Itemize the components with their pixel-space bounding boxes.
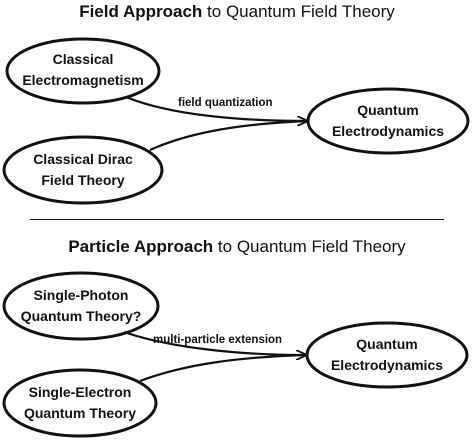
node-single-photon-line1: Single-Photon	[33, 287, 129, 303]
node-qed-field-line2: Electrodynamics	[331, 123, 445, 139]
node-classical-dirac-line2: Field Theory	[41, 172, 125, 188]
node-single-electron-line1: Single-Electron	[28, 384, 132, 400]
particle-approach-title: Particle Approach to Quantum Field Theor…	[0, 237, 474, 257]
node-classical-electromagnetism-line2: Electromagnetism	[22, 72, 144, 88]
edge-label-multi-particle-extension: multi-particle extension	[153, 334, 283, 346]
arrow-classical-dirac-to-qed	[149, 119, 308, 152]
edge-label-field-quantization: field quantization	[178, 97, 273, 109]
field-approach-title: Field Approach to Quantum Field Theory	[0, 2, 474, 22]
node-classical-electromagnetism: Classical Electromagnetism	[8, 49, 158, 91]
field-approach-title-bold: Field Approach	[79, 2, 203, 21]
particle-approach-title-bold: Particle Approach	[68, 237, 214, 256]
panel-divider	[30, 219, 444, 220]
node-quantum-electrodynamics-field: Quantum Electrodynamics	[313, 100, 463, 142]
node-single-photon-quantum-theory: Single-Photon Quantum Theory?	[6, 285, 156, 327]
ellipse-single-electron	[2, 368, 158, 438]
field-approach-title-rest: to Quantum Field Theory	[207, 2, 395, 21]
node-classical-dirac-field-theory: Classical Dirac Field Theory	[8, 149, 158, 191]
arrow-single-electron-to-qed	[139, 353, 307, 383]
arrow-single-photon-to-qed	[123, 330, 306, 355]
node-qed-field-line1: Quantum	[357, 102, 419, 118]
node-qed-particle-line2: Electrodynamics	[330, 357, 444, 373]
node-classical-electromagnetism-line1: Classical	[52, 51, 114, 67]
ellipse-classical-dirac	[2, 135, 164, 205]
particle-approach-title-rest: to Quantum Field Theory	[217, 237, 406, 256]
node-single-electron-line2: Quantum Theory	[23, 405, 136, 421]
ellipse-classical-electromagnetism	[5, 37, 161, 105]
node-quantum-electrodynamics-particle: Quantum Electrodynamics	[312, 334, 462, 376]
arrow-classical-em-to-qed	[125, 95, 307, 121]
node-single-electron-quantum-theory: Single-Electron Quantum Theory	[5, 382, 155, 424]
node-qed-particle-line1: Quantum	[356, 336, 418, 352]
ellipse-single-photon	[2, 271, 160, 341]
node-single-photon-line2: Quantum Theory?	[20, 308, 142, 324]
node-classical-dirac-line1: Classical Dirac	[33, 151, 133, 167]
